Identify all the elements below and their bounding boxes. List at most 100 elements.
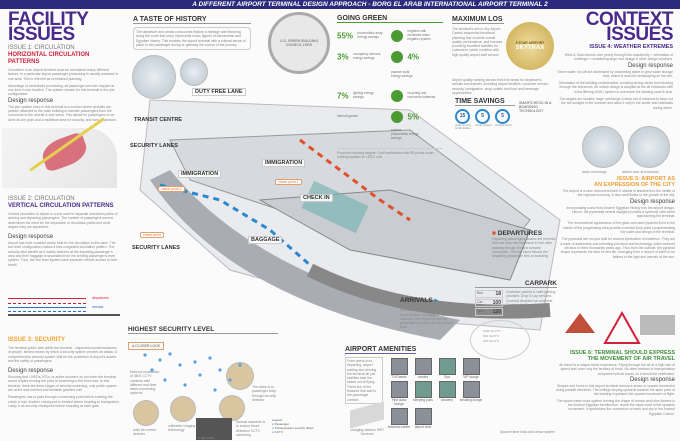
parking-slot-label: 500 SLOTS bbox=[483, 334, 499, 338]
green-pct: 7% bbox=[337, 91, 349, 101]
green-pct: 3% bbox=[337, 52, 349, 62]
label-check-in: CHECK IN bbox=[300, 194, 333, 202]
label-security-lanes-2: SECURITY LANES bbox=[132, 245, 180, 251]
arrivals-text: Arriving passengers arrive in the termin… bbox=[400, 304, 456, 330]
history-photo-2 bbox=[180, 58, 208, 86]
issue2-design-response-label: Design response bbox=[8, 234, 54, 241]
time-caption: shorter queues bbox=[475, 124, 492, 127]
closer-look-label: A CLOSER LOOK bbox=[128, 342, 165, 350]
clock-icon: 15 bbox=[455, 109, 470, 124]
amenity-icon bbox=[390, 358, 408, 375]
caption-imaging: millimeter imaging technology bbox=[168, 424, 196, 433]
passenger-dot bbox=[143, 353, 147, 357]
legend-label: Transportation security officer bbox=[274, 426, 314, 430]
history-photo-1 bbox=[132, 55, 176, 99]
los-text-2: Airport quality ranking across front lin… bbox=[452, 78, 550, 95]
passenger-dot bbox=[163, 378, 167, 382]
airlock-photo bbox=[628, 126, 670, 168]
issue3-title: ISSUE 3: SECURITY bbox=[8, 337, 66, 343]
issue6-title-1: ISSUE 6: TERMINAL SHOULD EXPRESS bbox=[569, 350, 675, 356]
vehicle-count: 18 bbox=[495, 291, 501, 297]
issue5-title-2: AN EXPRESSION OF THE CITY bbox=[594, 182, 675, 188]
maximum-los: MAXIMUM LOS The terminal's aim is Sky Ai… bbox=[452, 16, 504, 57]
vehicle-count: 120 bbox=[492, 309, 501, 315]
caption-xray: x-ray scan bbox=[198, 436, 214, 440]
security-dot-map bbox=[143, 352, 242, 392]
site-plan-image bbox=[2, 117, 117, 188]
terminal-isometric-drawing bbox=[139, 99, 561, 340]
issue6-design-response-2: The space frame truss system forming the… bbox=[556, 398, 675, 416]
issue5-text: The airport is a civic monument itself. … bbox=[562, 189, 675, 198]
amenity-item: business centre bbox=[387, 408, 411, 429]
leed-seal-text: U.S. GREEN BUILDING COUNCIL LEED bbox=[279, 39, 319, 47]
label-check-point-1: check point 1 bbox=[275, 179, 302, 185]
green-text: recycling and reprocess materials bbox=[407, 90, 436, 99]
label-transit-centre: TRANSIT CENTRE bbox=[134, 117, 182, 123]
issue5-design-response: Incorporating icons from Ancient Egyptia… bbox=[566, 205, 675, 219]
context-heading-2: ISSUES bbox=[606, 24, 673, 45]
security-note-cctv: Network installation of 3500 CCTV camera… bbox=[130, 370, 160, 396]
legend-item: ● Passenger bbox=[272, 422, 314, 426]
issue6-block: ISSUE 6: TERMINAL SHOULD EXPRESS THE MOV… bbox=[555, 350, 675, 416]
issue5-title-1: ISSUE 5: AIRPORT AS bbox=[617, 176, 675, 182]
facility-issues-column: FACILITY ISSUES ISSUE 1: CIRCULATION HOR… bbox=[8, 10, 120, 122]
overhang-photo bbox=[582, 126, 624, 168]
issue2-text: Vertical circulation in airport is a too… bbox=[8, 212, 118, 229]
metal-detector-image bbox=[133, 400, 159, 426]
legend-label: Passenger bbox=[274, 422, 289, 426]
departures-title: DEPARTURES bbox=[497, 230, 543, 237]
issue2-design-response: Airport has level constant works best fo… bbox=[8, 241, 118, 267]
departures-marker-icon: ■ bbox=[492, 230, 496, 237]
amenity-icon bbox=[462, 381, 480, 398]
green-leaf-icon bbox=[391, 29, 403, 42]
label-duty-free-lane: DUTY FREE LANE bbox=[192, 88, 246, 96]
issue1-design-response: The pier system used in this terminal is… bbox=[8, 104, 117, 122]
passenger-dot bbox=[198, 373, 202, 377]
amenity-label: smoking lounge bbox=[459, 398, 483, 402]
amenity-label: TV/Games bbox=[391, 375, 407, 379]
passenger-dot bbox=[208, 356, 212, 360]
issue4-text: Wind & Sand storms over yearly through t… bbox=[564, 53, 673, 62]
issue4-design-response-3: Sun angles are studied, large overhangs … bbox=[559, 97, 673, 110]
issue2-title: VERTICAL CIRCULATION PATTERNS bbox=[8, 203, 114, 209]
context-heading-1: CONTEXT bbox=[585, 9, 674, 30]
pyramid-caption: Space frame lotus and arrow system bbox=[500, 430, 556, 434]
issue2-label: ISSUE 2: CIRCULATION bbox=[8, 196, 75, 202]
parking-slot-label: 250 SLOTS bbox=[483, 339, 499, 343]
green-leaf-icon bbox=[391, 110, 403, 123]
amenity-icon bbox=[414, 358, 432, 375]
label-baggage: BAGGAGE bbox=[248, 236, 283, 244]
vehicle-type: Car bbox=[477, 300, 483, 304]
green-text: photovoltaic array energy savings bbox=[357, 30, 383, 39]
clock-icon: 5 bbox=[475, 109, 490, 124]
carpark-text: Customer parked & valet parking provided… bbox=[506, 290, 556, 312]
security-note-manual: Manual searches is to ensure those detec… bbox=[236, 420, 266, 437]
green-items: 55% photovoltaic array energy savings ir… bbox=[337, 27, 443, 144]
green-item: 5% surface photovoltaic energy savings bbox=[391, 108, 443, 144]
issue1-text: Circulation in an airport terminal must … bbox=[8, 68, 118, 81]
body-search-image bbox=[226, 362, 254, 390]
section-arrivals-label: arrivals bbox=[92, 305, 104, 309]
green-note: Proposed building targets: Gold certific… bbox=[337, 148, 443, 160]
amenity-icon bbox=[438, 358, 456, 375]
legend-dot-icon: ● bbox=[272, 426, 274, 430]
arrivals-block: ARRIVALS ▸ Arriving passengers arrive in… bbox=[400, 296, 458, 330]
caption-overhangs: deep overhangs bbox=[582, 170, 607, 174]
amenity-label: sleeping pods bbox=[413, 398, 433, 402]
legend-item: ● Transportation security officer bbox=[272, 426, 314, 430]
issue4-design-response: Storm water run-off are addressed by cha… bbox=[557, 69, 673, 78]
facility-heading-2: ISSUES bbox=[8, 24, 75, 45]
green-pct: 4% bbox=[407, 52, 420, 62]
imaging-technology-image bbox=[170, 396, 196, 422]
amenity-item: airport view bbox=[411, 408, 435, 429]
label-immigration-2: IMMIGRATION bbox=[262, 159, 306, 167]
label-check-point: check point bbox=[140, 232, 164, 238]
caption-metal-detector: walk thru metal detector bbox=[133, 428, 156, 437]
